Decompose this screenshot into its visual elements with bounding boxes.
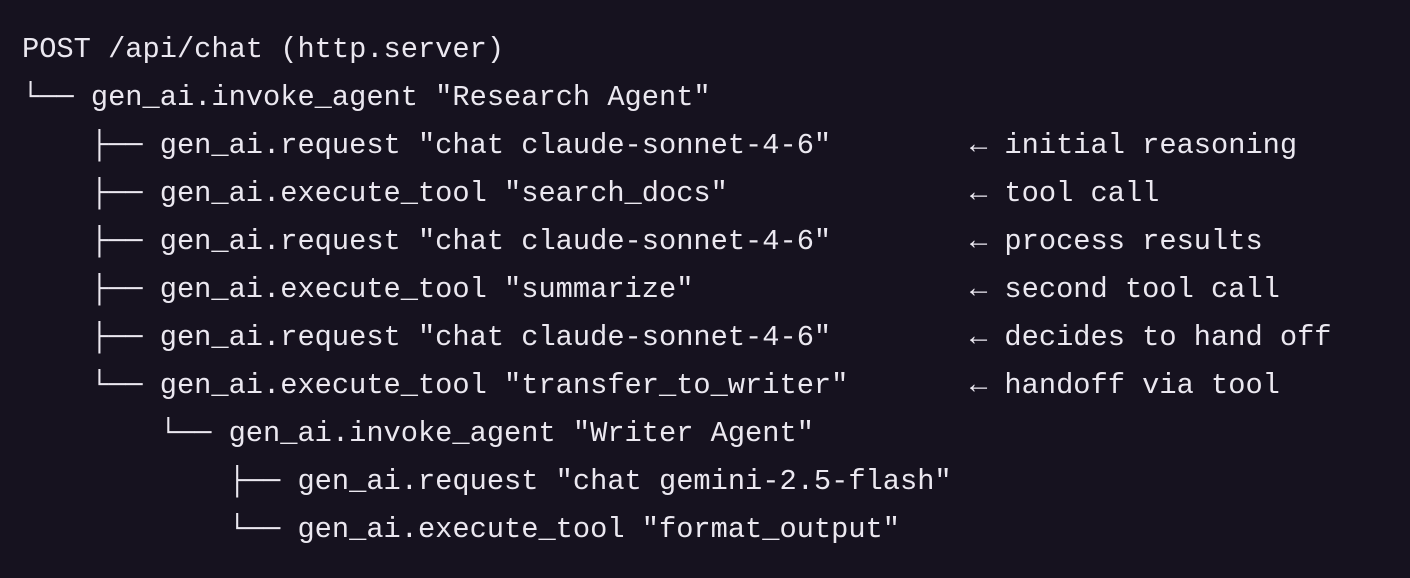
tree-line: ├── gen_ai.request "chat claude-sonnet-4… — [22, 218, 1402, 266]
span-label: gen_ai.execute_tool "transfer_to_writer" — [159, 369, 849, 402]
tree-branch: └── — [22, 369, 160, 402]
span-label: gen_ai.request "chat gemini-2.5-flash" — [297, 465, 952, 498]
span-comment: ← process results — [970, 225, 1263, 258]
span-comment: ← initial reasoning — [970, 129, 1298, 162]
tree-branch: ├── — [22, 273, 160, 306]
tree-line: └── gen_ai.invoke_agent "Writer Agent" — [22, 410, 1402, 458]
tree-line: ├── gen_ai.request "chat claude-sonnet-4… — [22, 122, 1402, 170]
span-label: gen_ai.request "chat claude-sonnet-4-6" — [159, 225, 832, 258]
span-label: gen_ai.execute_tool "format_output" — [297, 513, 900, 546]
span-comment: ← decides to hand off — [970, 321, 1332, 354]
span-comment: ← tool call — [970, 177, 1160, 210]
span-label: gen_ai.request "chat claude-sonnet-4-6" — [159, 129, 832, 162]
span-label: POST /api/chat (http.server) — [22, 33, 505, 66]
span-tree: POST /api/chat (http.server) └── gen_ai.… — [22, 26, 1402, 554]
tree-branch: ├── — [22, 129, 160, 162]
tree-branch: └── — [22, 81, 91, 114]
tree-line-root: POST /api/chat (http.server) — [22, 26, 1402, 74]
tree-branch: ├── — [22, 321, 160, 354]
tree-line: ├── gen_ai.request "chat claude-sonnet-4… — [22, 314, 1402, 362]
tree-line: ├── gen_ai.execute_tool "search_docs" ← t… — [22, 170, 1402, 218]
span-label: gen_ai.invoke_agent "Research Agent" — [90, 81, 711, 114]
tree-line: └── gen_ai.execute_tool "transfer_to_wri… — [22, 362, 1402, 410]
span-comment: ← second tool call — [970, 273, 1280, 306]
tree-branch: └── — [22, 417, 229, 450]
span-label: gen_ai.request "chat claude-sonnet-4-6" — [159, 321, 832, 354]
tree-line: ├── gen_ai.execute_tool "summarize" ← sec… — [22, 266, 1402, 314]
span-comment: ← handoff via tool — [970, 369, 1280, 402]
tree-branch: └── — [22, 513, 298, 546]
tree-branch: ├── — [22, 177, 160, 210]
tree-line: └── gen_ai.invoke_agent "Research Agent" — [22, 74, 1402, 122]
tree-line: ├── gen_ai.request "chat gemini-2.5-flas… — [22, 458, 1402, 506]
tree-branch: ├── — [22, 225, 160, 258]
span-label: gen_ai.execute_tool "summarize" — [159, 273, 694, 306]
tree-branch: ├── — [22, 465, 298, 498]
span-label: gen_ai.execute_tool "search_docs" — [159, 177, 728, 210]
span-label: gen_ai.invoke_agent "Writer Agent" — [228, 417, 814, 450]
tree-line: └── gen_ai.execute_tool "format_output" — [22, 506, 1402, 554]
